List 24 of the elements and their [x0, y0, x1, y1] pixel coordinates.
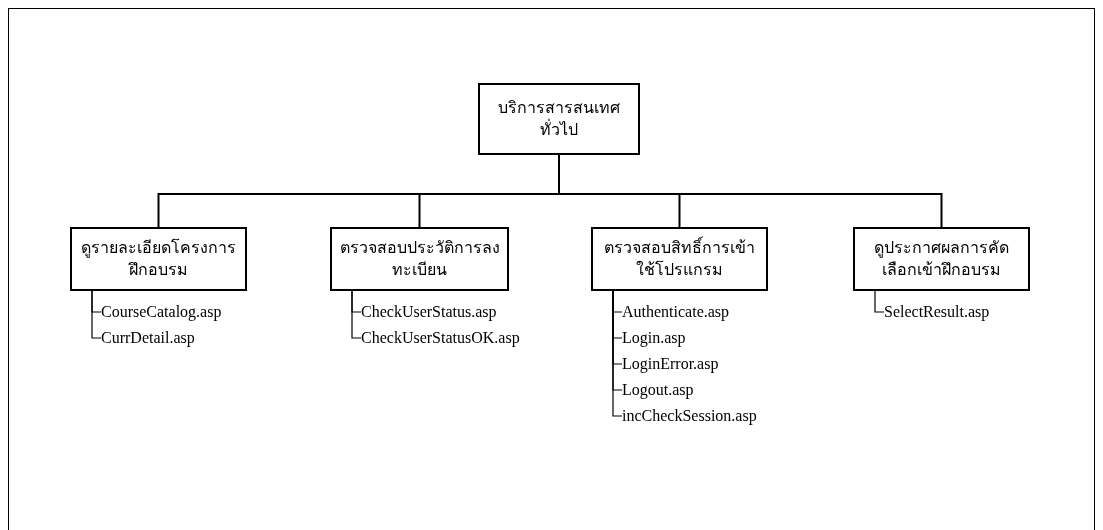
file-name: Authenticate.asp [622, 302, 730, 322]
module-label: ตรวจสอบสิทธิ์การเข้าใช้โปรแกรม [593, 237, 766, 281]
file-name: CurrDetail.asp [101, 328, 195, 348]
file-name: CourseCatalog.asp [101, 302, 222, 322]
module-label: ดูประกาศผลการคัดเลือกเข้าฝึกอบรม [873, 238, 1010, 280]
module-label: บริการสารสนเทศทั่วไป [497, 98, 621, 140]
connector-line [874, 290, 885, 313]
file-name: Login.asp [622, 328, 686, 348]
module-box [853, 227, 1030, 291]
connector-line [612, 290, 623, 417]
module-label: ดูรายละเอียดโครงการฝึกอบรม [80, 237, 237, 280]
module-label: ตรวจสอบประวัติการลงทะเบียน [338, 238, 501, 280]
module-box [70, 227, 247, 291]
module-box [591, 227, 768, 291]
file-name: CheckUserStatusOK.asp [361, 328, 520, 348]
connector-line [351, 290, 362, 339]
module-box [330, 227, 509, 291]
module-box [478, 83, 640, 155]
file-name: SelectResult.asp [884, 302, 990, 322]
file-name: LoginError.asp [622, 354, 719, 374]
file-name: Logout.asp [622, 380, 694, 400]
connector-line [91, 290, 102, 339]
file-name: incCheckSession.asp [622, 406, 757, 426]
file-name: CheckUserStatus.asp [361, 302, 497, 322]
